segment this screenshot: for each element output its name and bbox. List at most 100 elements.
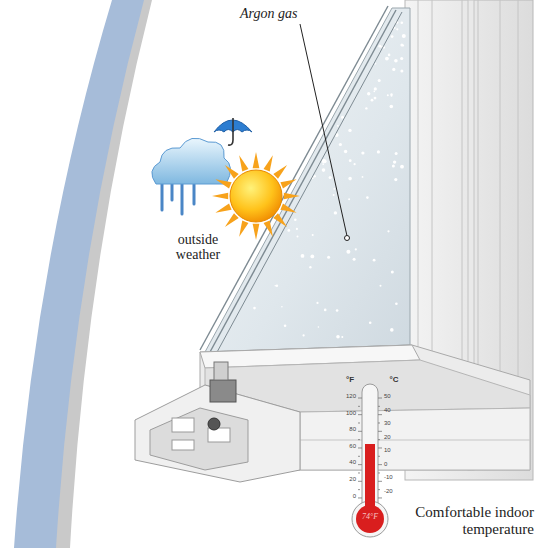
gas-dot [276,285,278,287]
gas-dot [362,176,364,178]
gas-dot [348,129,351,132]
gas-dot [361,151,364,154]
gas-dot [354,163,356,165]
gas-dot [380,285,382,287]
sun-ray [225,165,239,179]
gas-dot [394,178,397,181]
gas-dot [341,336,343,338]
gas-dot [387,94,389,96]
sun-ray [225,213,239,227]
scale-number: 80 [336,426,356,433]
gas-dot [312,234,314,236]
gas-dot [303,334,305,336]
scale-number: 60 [336,443,356,450]
gas-dot [297,236,299,238]
gas-dot [336,309,339,312]
scale-tick [378,447,382,448]
gas-dot [346,250,350,254]
scale-tick [378,481,382,482]
sun-disc [230,170,282,222]
scale-number: 120 [336,393,356,400]
gas-dot [309,266,311,268]
scale-number: 30 [384,420,404,427]
gas-dot [391,35,394,38]
scale-tick [358,439,360,440]
gas-dot [296,228,298,230]
scale-number: -20 [384,488,404,495]
scale-tick [378,431,382,432]
gas-dot [341,116,344,119]
scale-number: 0 [336,493,356,500]
unit-label: °C [384,376,404,385]
rain-cloud-icon [152,138,231,214]
gas-dot [281,306,283,308]
sun-icon [212,152,300,240]
gas-dot [374,91,376,93]
gas-dot [385,57,389,61]
gas-dot [333,188,335,190]
gas-dot [378,79,381,82]
gas-dot [349,159,352,162]
gas-dot [322,163,324,165]
scale-number: 40 [384,407,404,414]
scale-number: 20 [336,476,356,483]
pane-edge [210,10,396,352]
gas-dot [394,59,398,63]
gas-dot [314,175,316,177]
scale-tick [358,497,362,498]
gas-dot [318,326,320,328]
gas-dot [337,125,339,127]
sun-ray [280,204,296,213]
sun-ray [212,193,228,200]
scale-tick [358,406,360,407]
gas-dot [395,152,398,155]
glass-pane [205,8,410,352]
gas-dot [400,44,403,47]
sun-ray [273,213,287,227]
umbrella-icon [214,118,252,145]
gas-dot [402,34,406,38]
scale-tick [358,481,362,482]
sun-ray [253,224,260,240]
scale-tick [378,456,380,457]
scale-tick [358,447,362,448]
gas-dot [396,28,398,30]
unit-label: °F [340,376,360,385]
gas-dot [392,68,395,71]
gas-dot [310,255,314,259]
gas-dot [375,63,377,65]
gas-dot [391,270,394,273]
gas-dot [333,194,335,196]
gas-dot [324,309,327,312]
arc-band [14,0,144,548]
gas-dot [374,97,377,100]
sun-ray [215,204,231,213]
gas-dot [393,160,396,163]
thermometer [352,384,388,537]
part-label: outside weather [160,232,236,263]
gas-dot [402,44,404,46]
gas-dot [377,150,380,153]
gas-dot [380,46,382,48]
gas-dot [348,177,352,181]
sill-profile [135,345,530,482]
sun-ray [253,152,260,168]
sun-ray [264,155,273,171]
scale-tick [358,464,362,465]
gas-dot [339,143,342,146]
gas-dot [284,324,287,327]
scale-number: 100 [336,410,356,417]
part-label: Argon gas [240,6,330,21]
gas-dot [369,321,372,324]
gas-dot [390,328,394,332]
temperature-reading: 74°F [352,513,388,522]
gas-dot [373,259,376,262]
sun-ray [280,179,296,188]
scale-tick [378,472,380,473]
gas-dot [336,335,340,339]
scale-tick [378,422,380,423]
gas-dot [367,92,370,95]
gas-dot [294,218,297,221]
gas-dot [348,198,350,200]
